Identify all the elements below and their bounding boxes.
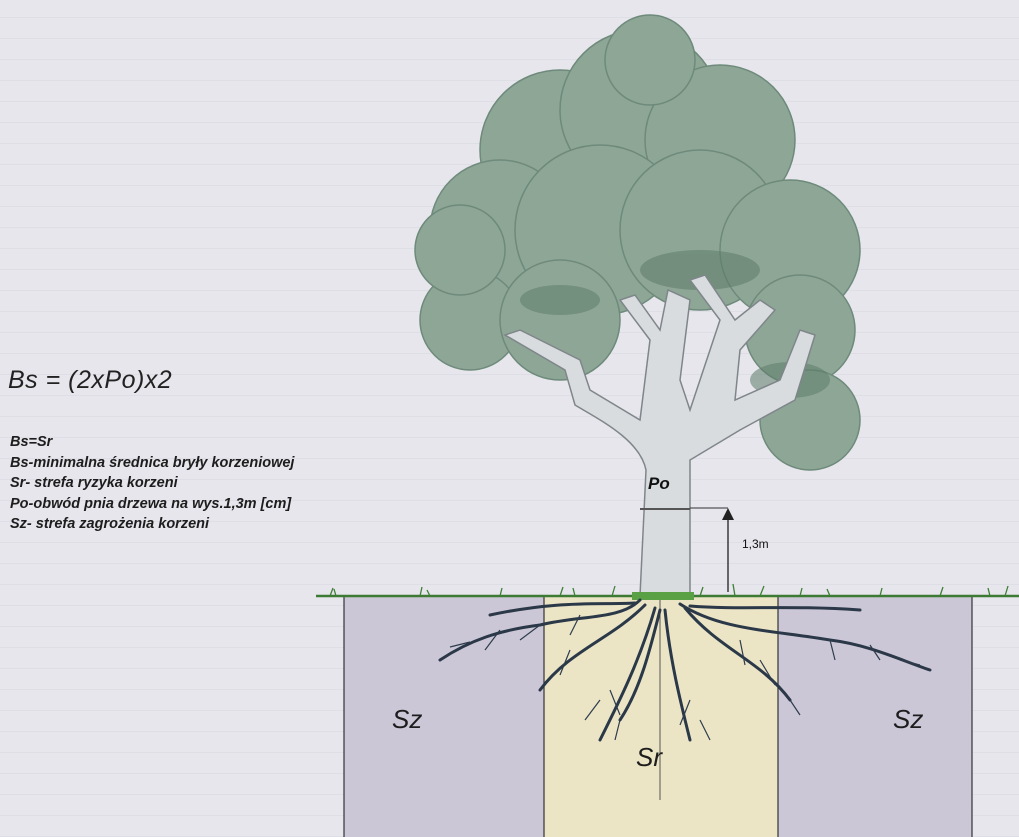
zone-sr — [544, 596, 778, 837]
height-label: 1,3m — [742, 537, 769, 551]
legend: Bs=Sr Bs-minimalna średnica bryły korzen… — [10, 432, 294, 535]
po-label: Po — [648, 474, 670, 494]
zone-label-sr: Sr — [636, 742, 662, 773]
po-measure-band — [640, 508, 690, 510]
legend-item: Sz- strefa zagrożenia korzeni — [10, 514, 294, 535]
legend-item: Bs=Sr — [10, 432, 294, 453]
legend-item: Po-obwód pnia drzewa na wys.1,3m [cm] — [10, 494, 294, 515]
legend-item: Bs-minimalna średnica bryły korzeniowej — [10, 453, 294, 474]
height-arrow-head — [722, 508, 734, 520]
formula: Bs = (2xPo)x2 — [8, 366, 172, 395]
root-collar — [632, 592, 694, 600]
zone-label-sz-left: Sz — [392, 704, 422, 735]
zone-label-sz-right: Sz — [893, 704, 923, 735]
legend-item: Sr- strefa ryzyka korzeni — [10, 473, 294, 494]
zone-sz-left — [344, 596, 544, 837]
zone-sz-right — [778, 596, 972, 837]
